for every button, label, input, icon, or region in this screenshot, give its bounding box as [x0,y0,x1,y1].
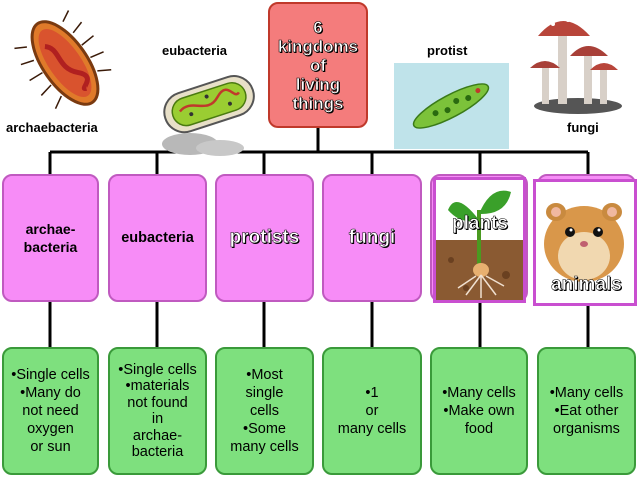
kingdom-box-eubacteria: eubacteria [108,174,207,302]
kingdom-description: •1 or many cells [337,385,407,437]
kingdom-name: protists [229,227,300,249]
plants-picture [433,177,526,303]
eubacteria-label: eubacteria [162,43,228,58]
kingdom-name: fungi [348,227,396,249]
kingdoms-title-box: 6 kingdoms of living things [268,2,368,128]
kingdom-box-fungi: fungi [322,174,422,302]
kingdom-description: •Single cells •materials not found in ar… [118,361,197,461]
hamster-illustration [536,182,634,303]
kingdom-name-animals: animals [551,274,622,296]
kingdom-box-archaebacteria: archae- bacteria [2,174,99,302]
description-box-archaebacteria: •Single cells •Many do not need oxygen o… [2,347,99,475]
kingdom-description: •Many cells •Make own food [442,385,516,437]
kingdom-box-protists: protists [215,174,314,302]
protist-illustration [394,63,509,149]
description-box-fungi: •1 or many cells [322,347,422,475]
description-box-animals: •Many cells •Eat other organisms [537,347,636,475]
archaebacteria-label: archaebacteria [6,120,98,135]
eubacteria-illustration [162,75,255,156]
description-box-protists: •Most single cells •Some many cells [215,347,314,475]
kingdom-description: •Many cells •Eat other organisms [549,385,624,437]
kingdom-name: eubacteria [121,230,194,246]
description-box-eubacteria: •Single cells •materials not found in ar… [108,347,207,475]
fungi-illustration [530,18,622,114]
animals-picture [533,179,637,306]
description-box-plants: •Many cells •Make own food [430,347,528,475]
seedling-illustration [436,180,523,300]
kingdoms-title: 6 kingdoms of living things [277,17,359,113]
fungi-label: fungi [567,120,599,135]
kingdom-description: •Single cells •Many do not need oxygen o… [11,367,90,455]
kingdom-description: •Most single cells •Some many cells [230,367,299,455]
kingdom-name: archae- bacteria [23,221,78,255]
kingdom-name-plants: plants [452,213,508,235]
archaebacteria-illustration [14,10,112,110]
protist-label: protist [427,43,468,58]
